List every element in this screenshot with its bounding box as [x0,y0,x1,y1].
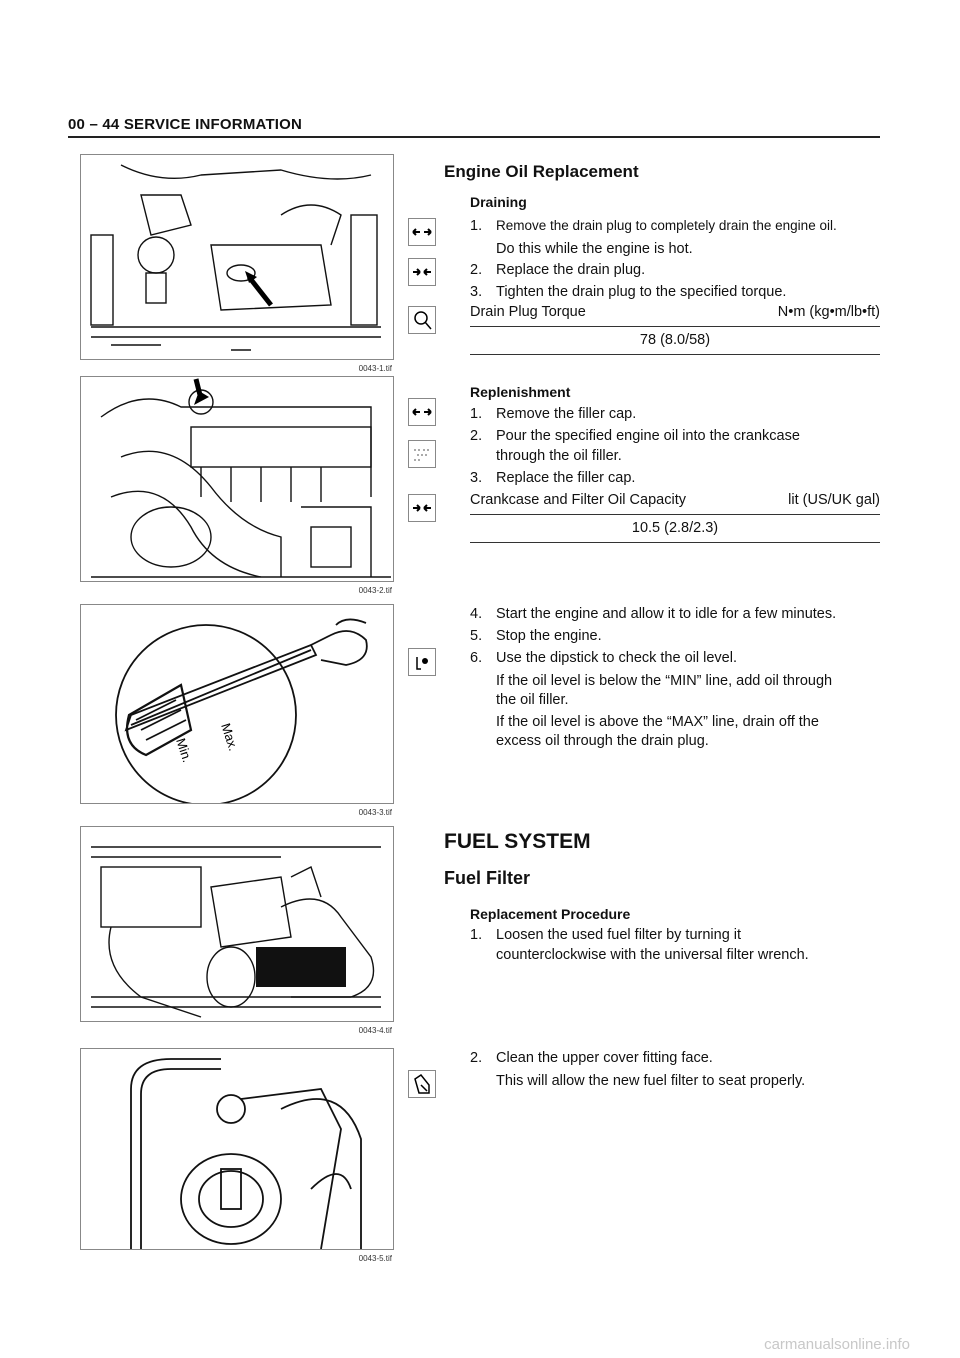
table-rule [470,326,880,327]
figure-fuel-filter [80,826,394,1022]
spec-header-row: Drain Plug Torque N•m (kg•m/lb•ft) [470,304,880,320]
figure-drain-plug [80,154,394,360]
inspect-level-icon [408,648,436,676]
spec-unit: lit (US/UK gal) [788,492,880,508]
max-label: Max. [218,721,241,752]
spec-value: 78 (8.0/58) [639,332,711,348]
spec-value: 10.5 (2.8/2.3) [631,520,719,536]
spec-header-row: Crankcase and Filter Oil Capacity lit (U… [470,492,880,508]
figure-caption: 0043-5.tif [358,1254,392,1263]
step-item: 1.Loosen the used fuel filter by turning… [470,927,742,943]
table-rule [470,514,880,515]
oil-fill-icon [408,440,436,468]
step-note: If the oil level is below the “MIN” line… [496,673,833,689]
spec-label: Drain Plug Torque [470,304,586,320]
step-continuation: through the oil filler. [496,448,622,464]
step-item: 1.Remove the filler cap. [470,406,637,422]
step-note: excess oil through the drain plug. [496,733,709,749]
step-item: 2.Pour the specified engine oil into the… [470,428,800,444]
torque-wrench-icon [408,306,436,334]
step-item: 3.Replace the filler cap. [470,470,636,486]
step-item: 2.Replace the drain plug. [470,262,646,278]
install-arrows-icon [408,494,436,522]
step-note: Do this while the engine is hot. [496,241,693,257]
step-item: 6.Use the dipstick to check the oil leve… [470,650,737,666]
subsection-heading: Draining [470,194,527,210]
table-rule [470,542,880,543]
upper-cover-illustration [130,1058,362,1249]
step-note: This will allow the new fuel filter to s… [496,1073,806,1089]
subsection-heading: Replenishment [470,384,571,400]
dipstick-illustration: Max. Min. [115,618,368,803]
drain-plug-illustration [90,164,381,351]
step-item: 3.Tighten the drain plug to the specifie… [470,284,787,300]
header-rule [68,136,880,138]
step-continuation: counterclockwise with the universal filt… [496,947,809,963]
spec-unit: N•m (kg•m/lb•ft) [777,304,880,320]
figure-caption: 0043-2.tif [358,586,392,595]
figure-dipstick: Max. Min. [80,604,394,804]
watermark: carmanualsonline.info [764,1336,910,1353]
step-item: 1.Remove the drain plug to completely dr… [470,218,837,234]
step-item: 5.Stop the engine. [470,628,602,644]
procedure-heading: Replacement Procedure [470,906,631,922]
step-item: 4.Start the engine and allow it to idle … [470,606,837,622]
install-arrows-icon [408,258,436,286]
remove-arrows-icon [408,398,436,426]
subsection-title: Fuel Filter [444,868,531,888]
spec-label: Crankcase and Filter Oil Capacity [470,492,686,508]
step-item: 2.Clean the upper cover fitting face. [470,1050,713,1066]
section-title: FUEL SYSTEM [444,830,591,853]
figure-filler-cap [80,376,394,582]
figure-caption: 0043-4.tif [358,1026,392,1035]
remove-arrows-icon [408,218,436,246]
min-label: Min. [173,736,195,764]
engine-top-illustration [91,378,391,578]
clean-cloth-icon [408,1070,436,1098]
step-note: the oil filler. [496,692,569,708]
figure-caption: 0043-3.tif [358,808,392,817]
section-title: Engine Oil Replacement [444,162,639,181]
page-header-title: 00 – 44 SERVICE INFORMATION [68,116,303,133]
table-rule [470,354,880,355]
figure-upper-cover [80,1048,394,1250]
step-note: If the oil level is above the “MAX” line… [496,714,819,730]
figure-caption: 0043-1.tif [358,364,392,373]
fuel-filter-illustration [91,846,381,1018]
